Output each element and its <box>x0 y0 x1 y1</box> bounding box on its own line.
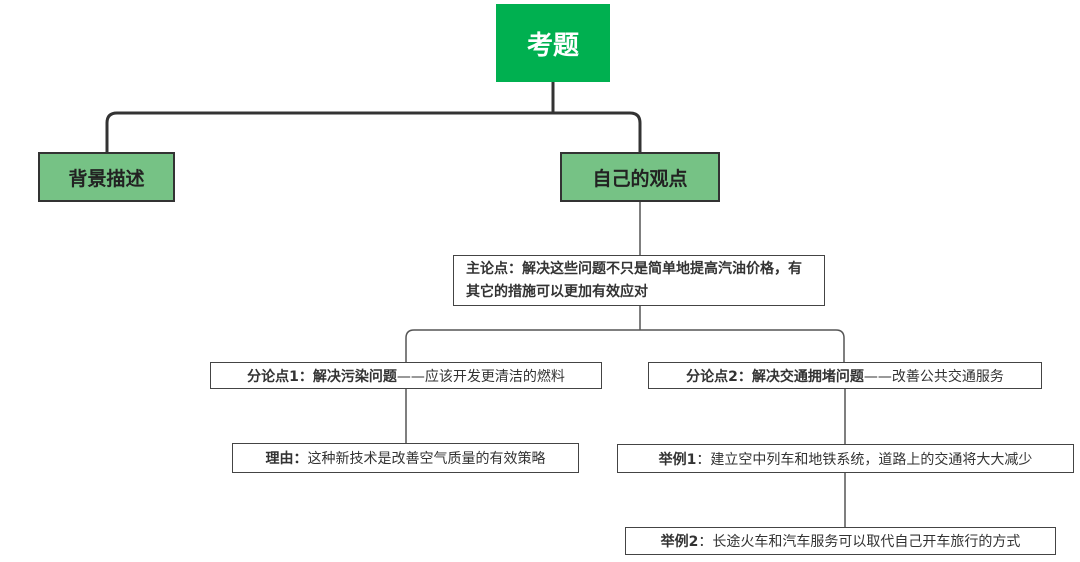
example-2-node[interactable]: 举例2：长途火车和汽车服务可以取代自己开车旅行的方式 <box>625 527 1056 555</box>
example-1-label: 举例1 <box>658 451 697 468</box>
reason-label: 理由： <box>265 451 308 467</box>
main-point-text: 主论点：解决这些问题不只是简单地提高汽油价格，有其它的措施可以更加有效应对 <box>466 258 812 304</box>
example-2-text: ：长途火车和汽车服务可以取代自己开车旅行的方式 <box>698 534 1021 550</box>
example-1-text: ：建立空中列车和地铁系统，道路上的交通将大大减少 <box>696 451 1033 468</box>
sub-point-2-node[interactable]: 分论点2：解决交通拥堵问题——改善公共交通服务 <box>648 362 1042 389</box>
sub-point-2-text: ——改善公共交通服务 <box>863 368 1004 385</box>
background-label: 背景描述 <box>68 167 145 190</box>
sub-point-1-label: 分论点1：解决污染问题 <box>247 368 397 385</box>
root-title: 考题 <box>526 30 579 61</box>
topic-background[interactable]: 背景描述 <box>38 152 175 202</box>
reason-text: 这种新技术是改善空气质量的有效策略 <box>307 451 546 467</box>
main-point-content: 解决这些问题不只是简单地提高汽油价格，有其它的措施可以更加有效应对 <box>466 260 802 300</box>
root-topic[interactable]: 考题 <box>496 4 610 82</box>
main-point-label: 主论点： <box>466 260 522 277</box>
sub-point-1-node[interactable]: 分论点1：解决污染问题——应该开发更清洁的燃料 <box>210 362 602 389</box>
opinion-label: 自己的观点 <box>592 167 688 190</box>
sub-point-1-text: ——应该开发更清洁的燃料 <box>396 368 565 385</box>
reason-node[interactable]: 理由：这种新技术是改善空气质量的有效策略 <box>232 443 579 473</box>
main-point-node[interactable]: 主论点：解决这些问题不只是简单地提高汽油价格，有其它的措施可以更加有效应对 <box>453 255 825 306</box>
example-1-node[interactable]: 举例1：建立空中列车和地铁系统，道路上的交通将大大减少 <box>617 444 1074 473</box>
example-2-label: 举例2 <box>660 534 699 550</box>
sub-point-2-label: 分论点2：解决交通拥堵问题 <box>686 368 864 385</box>
topic-opinion[interactable]: 自己的观点 <box>560 152 720 202</box>
